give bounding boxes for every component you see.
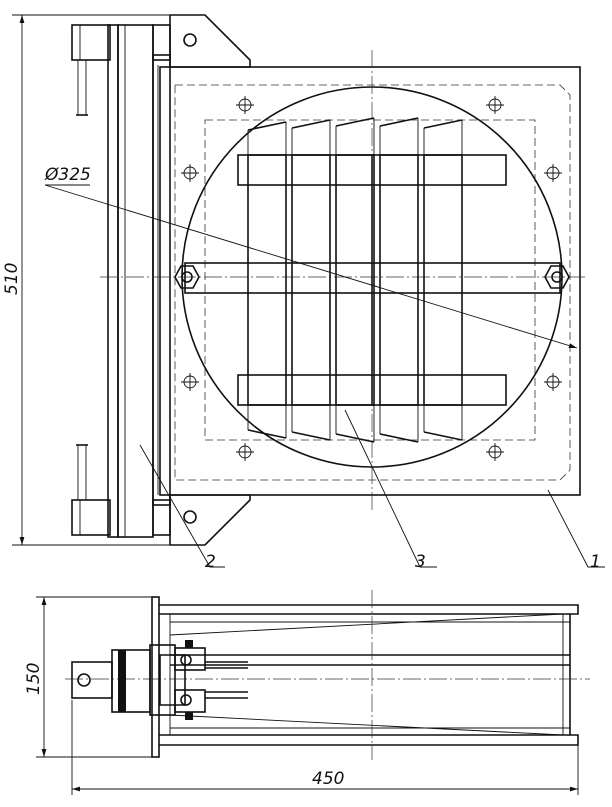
hidden-inner-frame xyxy=(204,119,536,441)
callout-1-leader xyxy=(547,489,605,568)
callout-3-label: 3 xyxy=(415,552,426,572)
rod-bottom xyxy=(77,444,87,501)
hidden-housing-outline xyxy=(174,84,571,481)
diameter-leader xyxy=(44,184,578,349)
rod-top xyxy=(77,59,87,116)
axle-nut-right xyxy=(544,265,570,289)
top-view: Ø325 510 2 3 1 xyxy=(2,14,605,572)
callout-2-leader xyxy=(139,444,225,568)
width-bottom-label: 450 xyxy=(312,769,344,789)
side-view: 150 450 xyxy=(24,590,590,795)
side-bar-outer xyxy=(107,24,119,538)
flange-plate-top xyxy=(169,14,251,68)
height-top-label: 510 xyxy=(2,263,22,295)
side-flange xyxy=(151,596,160,758)
outer-frame xyxy=(159,66,581,496)
axle-nut-left xyxy=(174,265,200,289)
callout-3-leader xyxy=(344,409,437,568)
hinge-block-top xyxy=(71,24,111,61)
side-frame xyxy=(159,604,579,746)
hinge-mechanism xyxy=(71,640,248,720)
mounting-holes xyxy=(181,96,562,461)
side-plate xyxy=(152,54,171,506)
hinge-block-bottom xyxy=(71,499,111,536)
side-bar-inner xyxy=(117,24,154,538)
flange-plate-bottom xyxy=(169,494,251,546)
callout-1-label: 1 xyxy=(590,552,601,572)
flange-hole-top xyxy=(183,33,197,47)
diameter-label: Ø325 xyxy=(44,165,91,185)
flange-hole-bottom xyxy=(183,510,197,524)
callout-2-label: 2 xyxy=(205,552,216,572)
height-bottom-label: 150 xyxy=(24,663,44,695)
